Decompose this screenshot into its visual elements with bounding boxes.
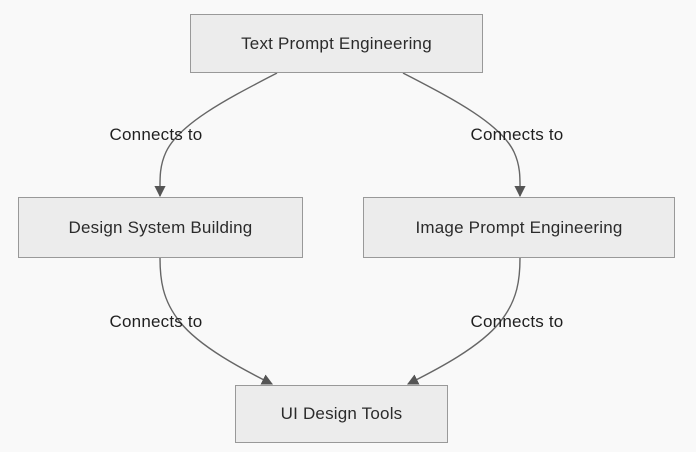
edge-label-top-to-left: Connects to xyxy=(109,125,203,144)
edge-top-to-left xyxy=(154,72,278,198)
node-design-system-building: Design System Building xyxy=(18,197,303,258)
node-label: Design System Building xyxy=(68,217,253,237)
edge-right-to-bottom xyxy=(406,257,521,385)
node-ui-design-tools: UI Design Tools xyxy=(235,385,448,443)
node-label: UI Design Tools xyxy=(280,404,403,423)
node-image-prompt-engineering: Image Prompt Engineering xyxy=(363,197,675,258)
edge-top-to-right xyxy=(402,72,526,198)
edge-left-to-bottom xyxy=(159,257,274,385)
edge-label-top-to-right: Connects to xyxy=(470,125,564,144)
node-text-prompt-engineering: Text Prompt Engineering xyxy=(190,14,483,73)
edge-label-right-to-bottom: Connects to xyxy=(470,312,564,331)
node-label: Text Prompt Engineering xyxy=(241,33,432,53)
edge-label-left-to-bottom: Connects to xyxy=(109,312,203,331)
node-label: Image Prompt Engineering xyxy=(415,217,623,237)
